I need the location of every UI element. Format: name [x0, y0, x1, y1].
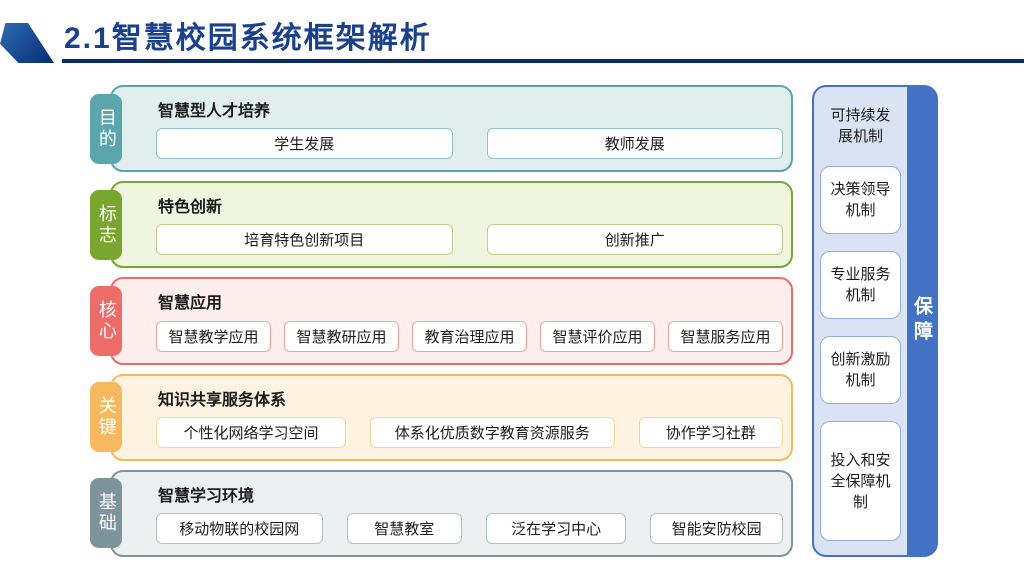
row-hallmark-panel: 特色创新 培育特色创新项目 创新推广: [110, 181, 793, 269]
row-hallmark-tab: 标志: [90, 189, 122, 260]
diagram-box: 泛在学习中心: [486, 513, 627, 545]
diagram-box: 教育治理应用: [412, 320, 527, 352]
diagram-box: 学生发展: [156, 128, 453, 160]
row-foundation-boxes: 移动物联的校园网 智慧教室 泛在学习中心 智能安防校园: [156, 513, 783, 545]
diagram-box: 创新推广: [486, 224, 783, 256]
guarantee-bar-label: 保障: [911, 296, 932, 346]
row-purpose-heading: 智慧型人才培养: [158, 103, 271, 120]
row-hallmark-boxes: 培育特色创新项目 创新推广: [156, 224, 783, 256]
row-core-heading: 智慧应用: [158, 295, 223, 313]
row-foundation: 基础 智慧学习环境 移动物联的校园网 智慧教室 泛在学习中心 智能安防校园: [90, 469, 793, 558]
row-core-boxes: 智慧教学应用 智慧教研应用 教育治理应用 智慧评价应用 智慧服务应用: [156, 320, 783, 352]
diagram-box: 创新激励机制: [820, 336, 901, 404]
diagram-box: 教师发展: [486, 128, 783, 160]
guarantee-panel: 可持续发展机制 决策领导机制 专业服务机制 创新激励机制 投入和安全保障机制 保…: [812, 85, 938, 557]
guarantee-mechanisms: 可持续发展机制 决策领导机制 专业服务机制 创新激励机制 投入和安全保障机制: [814, 87, 907, 555]
row-hallmark: 标志 特色创新 培育特色创新项目 创新推广: [90, 181, 793, 269]
row-purpose: 目的 智慧型人才培养 学生发展 教师发展: [90, 85, 793, 173]
row-core: 核心 智慧应用 智慧教学应用 智慧教研应用 教育治理应用 智慧评价应用 智慧服务…: [90, 277, 793, 365]
diagram-box: 智慧服务应用: [668, 320, 783, 352]
row-foundation-heading: 智慧学习环境: [158, 487, 255, 505]
row-core-panel: 智慧应用 智慧教学应用 智慧教研应用 教育治理应用 智慧评价应用 智慧服务应用: [110, 277, 793, 365]
diagram-box: 投入和安全保障机制: [820, 421, 901, 541]
diagram-box: 专业服务机制: [820, 251, 901, 319]
diagram-box: 协作学习社群: [638, 416, 783, 448]
title-flag-shape: [0, 23, 54, 63]
diagram-box: 培育特色创新项目: [156, 224, 453, 256]
row-purpose-panel: 智慧型人才培养 学生发展 教师发展: [110, 85, 793, 173]
row-key-boxes: 个性化网络学习空间 体系化优质数字教育资源服务 协作学习社群: [156, 416, 783, 448]
page-title: 2.1智慧校园系统框架解析: [64, 22, 432, 55]
guarantee-top-label: 可持续发展机制: [830, 107, 891, 145]
diagram-box: 个性化网络学习空间: [156, 416, 346, 448]
diagram-box: 智能安防校园: [650, 513, 783, 545]
row-key-heading: 知识共享服务体系: [158, 391, 287, 409]
title-underline: [62, 59, 1024, 63]
diagram-box: 智慧教室: [346, 513, 463, 545]
diagram-box: 智慧教研应用: [284, 320, 399, 352]
row-core-tab: 核心: [90, 286, 122, 356]
diagram-box: 移动物联的校园网: [156, 513, 323, 545]
row-purpose-boxes: 学生发展 教师发展: [156, 128, 783, 160]
row-purpose-tab: 目的: [90, 93, 122, 164]
row-foundation-panel: 智慧学习环境 移动物联的校园网 智慧教室 泛在学习中心 智能安防校园: [110, 469, 793, 558]
diagram-box: 体系化优质数字教育资源服务: [369, 416, 615, 448]
diagram-box: 智慧教学应用: [156, 320, 271, 352]
diagram-box: 智慧评价应用: [540, 320, 655, 352]
row-key: 关键 知识共享服务体系 个性化网络学习空间 体系化优质数字教育资源服务 协作学习…: [90, 373, 793, 461]
framework-diagram: 目的 智慧型人才培养 学生发展 教师发展 标志 特色创新 培育特色创新项目 创新…: [90, 85, 938, 558]
row-foundation-tab: 基础: [90, 478, 122, 549]
row-key-tab: 关键: [90, 382, 122, 453]
row-hallmark-heading: 特色创新: [158, 199, 223, 217]
row-key-panel: 知识共享服务体系 个性化网络学习空间 体系化优质数字教育资源服务 协作学习社群: [110, 373, 793, 461]
framework-rows: 目的 智慧型人才培养 学生发展 教师发展 标志 特色创新 培育特色创新项目 创新…: [90, 85, 793, 558]
diagram-box: 决策领导机制: [820, 166, 901, 234]
